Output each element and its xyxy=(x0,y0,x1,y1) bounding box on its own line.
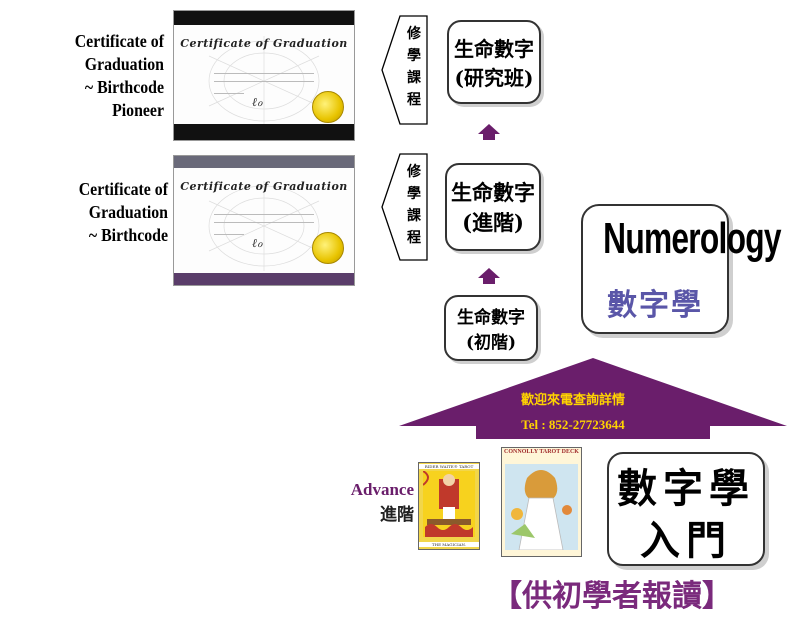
certificate-caption-pioneer: Certificate of Graduation ~ Birthcode Pi… xyxy=(37,30,164,122)
caption-line: ~ Birthcode xyxy=(84,77,164,97)
contact-triangle xyxy=(399,358,787,439)
level-line-1: 生命數字 xyxy=(457,308,525,328)
level-line-2: (進階) xyxy=(462,210,524,235)
gold-seal xyxy=(312,91,344,123)
contact-phone[interactable]: Tel : 852-27723644 xyxy=(521,417,625,432)
certificate-image-birthcode: Certificate of Graduation ℓℴ xyxy=(173,155,355,286)
numerology-chinese: 數字學 xyxy=(607,288,703,323)
level-line-1: 生命數字 xyxy=(451,180,535,205)
advance-label: Advance 進階 xyxy=(336,480,414,525)
arrow-up-icon xyxy=(478,268,500,288)
level-line-2: (初階) xyxy=(465,333,517,353)
tarot-card-header: CONNOLLY TAROT DECK xyxy=(504,449,579,455)
caption-line: Certificate of xyxy=(74,31,164,51)
caption-line: Graduation xyxy=(88,202,168,222)
tarot-card-connolly: CONNOLLY TAROT DECK xyxy=(501,447,582,557)
numerology-box: Numerology 數字學 xyxy=(581,204,782,334)
intro-line-1: 數字學 xyxy=(617,465,755,512)
level-box-advanced[interactable]: 生命數字 (進階) xyxy=(445,163,541,251)
intro-box[interactable]: 數字學 入門 xyxy=(607,452,765,566)
tarot-card-footer: THE MAGICIAN. xyxy=(419,542,479,547)
certificate-title: Certificate of Graduation xyxy=(180,180,348,193)
bottom-title: 【供初學者報讀】 xyxy=(492,579,732,614)
study-tag-advanced: 修學課程 xyxy=(380,153,428,261)
caption-line: Graduation xyxy=(84,54,164,74)
advance-english: Advance xyxy=(350,480,414,499)
caption-line: ~ Birthcode xyxy=(88,225,168,245)
level-line-2: (研究班) xyxy=(454,66,534,90)
study-tag-text: 修學課程 xyxy=(407,164,421,246)
level-box-research[interactable]: 生命數字 (研究班) xyxy=(447,20,541,104)
caption-line: Pioneer xyxy=(112,100,164,120)
advance-chinese: 進階 xyxy=(380,505,414,525)
numerology-english: Numerology xyxy=(603,214,781,263)
level-box-beginner[interactable]: 生命數字 (初階) xyxy=(444,295,538,361)
tarot-card-header: RIDER WAITE® TAROT xyxy=(419,464,479,469)
tarot-card-magician: RIDER WAITE® TAROT THE MAGICIAN. xyxy=(418,462,480,550)
certificate-image-pioneer: Certificate of Graduation ℓℴ xyxy=(173,10,355,141)
arrow-up-icon xyxy=(478,124,500,144)
level-line-1: 生命數字 xyxy=(454,37,534,61)
certificate-title: Certificate of Graduation xyxy=(180,37,348,50)
certificate-caption-birthcode: Certificate of Graduation ~ Birthcode xyxy=(38,178,168,247)
caption-line: Certificate of xyxy=(78,179,168,199)
study-tag-text: 修學課程 xyxy=(407,26,421,108)
contact-invite-text: 歡迎來電查詢詳情 xyxy=(520,393,625,408)
intro-line-2: 入門 xyxy=(640,517,732,564)
gold-seal xyxy=(312,232,344,264)
study-tag-research: 修學課程 xyxy=(380,15,428,125)
